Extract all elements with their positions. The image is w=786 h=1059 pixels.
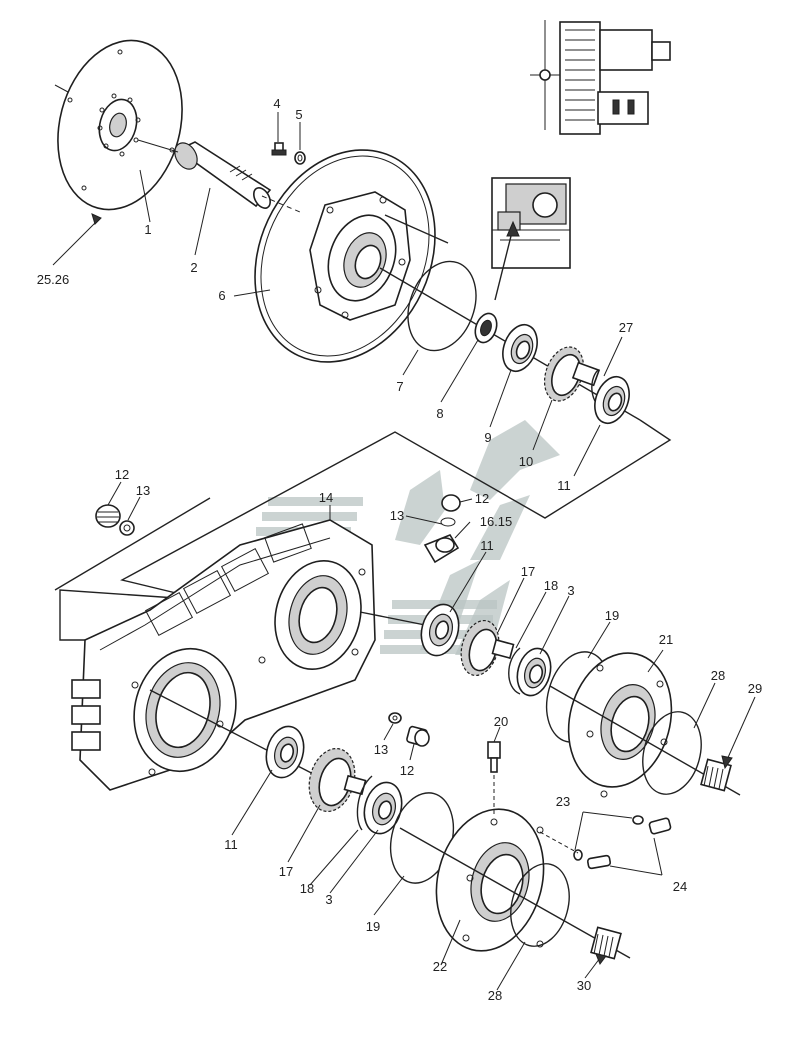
callout-14: 14: [319, 490, 333, 505]
callout-10: 10: [519, 454, 533, 469]
gear-17-lower: [308, 747, 367, 813]
callout-labels: 1 2 25.26 4 5 6 7 8 9 10 11 27 12 13 14 …: [37, 96, 763, 1003]
callout-30: 30: [577, 978, 591, 993]
input-shaft-2: [137, 139, 272, 209]
flex-plate-1: [54, 39, 183, 211]
breather-12-13-16-15: [423, 494, 461, 564]
callout-16-15: 16.15: [480, 514, 513, 529]
callout-23: 23: [556, 794, 570, 809]
cover-21: [549, 652, 741, 798]
housing-plate-6: [254, 149, 641, 421]
callout-21: 21: [659, 632, 673, 647]
callout-13-breather: 13: [390, 508, 404, 523]
seal-8: [474, 312, 498, 344]
callout-25-26: 25.26: [37, 272, 70, 287]
callout-17-lower: 17: [279, 864, 293, 879]
transmission-housing: [71, 519, 451, 791]
plug-12-washer-13-lower: [388, 712, 430, 747]
bearing-11-lower: [265, 725, 305, 779]
callout-3-upper: 3: [567, 583, 574, 598]
o-ring-7: [407, 260, 477, 352]
callout-13-left: 13: [136, 483, 150, 498]
callout-3-lower: 3: [325, 892, 332, 907]
callout-27: 27: [619, 320, 633, 335]
bearing-3-upper: [516, 647, 552, 697]
bearing-11-mid: [420, 603, 460, 657]
callout-28-upper: 28: [711, 668, 725, 683]
callout-22: 22: [433, 959, 447, 974]
leader-lines: [52, 112, 756, 991]
snap-ring-18-upper: [508, 647, 521, 695]
callout-9: 9: [484, 430, 491, 445]
callout-5: 5: [295, 107, 302, 122]
callout-7: 7: [396, 379, 403, 394]
callout-2: 2: [190, 260, 197, 275]
callout-4: 4: [273, 96, 280, 111]
inset-assembly-view: [530, 20, 671, 135]
assembly-bracket-lines: [54, 419, 672, 641]
callout-17-upper: 17: [521, 564, 535, 579]
callout-18-lower: 18: [300, 881, 314, 896]
callout-19-upper: 19: [605, 608, 619, 623]
callout-19-lower: 19: [366, 919, 380, 934]
callout-11-top: 11: [557, 478, 571, 493]
callout-29: 29: [748, 681, 762, 696]
callout-12-breather: 12: [475, 491, 489, 506]
callout-24: 24: [673, 879, 687, 894]
o-ring-28-lower: [510, 863, 570, 947]
o-ring-28-upper: [642, 711, 702, 795]
gear-10: [543, 346, 601, 402]
callout-20: 20: [494, 714, 508, 729]
snap-ring-18-lower: [356, 775, 373, 831]
inset-bearing-detail: [491, 177, 571, 301]
callout-28-lower: 28: [488, 988, 502, 1003]
bearing-9: [502, 323, 538, 373]
callout-18-upper: 18: [544, 578, 558, 593]
gear-17-upper: [460, 619, 515, 677]
bearing-11-top: [594, 375, 630, 425]
callout-12-lower: 12: [400, 763, 414, 778]
bolt-4-washer-5: [271, 142, 306, 165]
callout-11-mid: 11: [480, 538, 494, 553]
callout-6: 6: [218, 288, 225, 303]
callout-8: 8: [436, 406, 443, 421]
callout-11-lower: 11: [224, 837, 238, 852]
coupling-29: [700, 758, 732, 792]
sensor-20: [487, 741, 501, 815]
plug-12-washer-13-left: [95, 504, 135, 536]
bolts-23-24: [539, 815, 672, 870]
callout-13-lower: 13: [374, 742, 388, 757]
bearing-3-lower: [363, 781, 403, 835]
callout-12-left: 12: [115, 467, 129, 482]
callout-1: 1: [144, 222, 151, 237]
